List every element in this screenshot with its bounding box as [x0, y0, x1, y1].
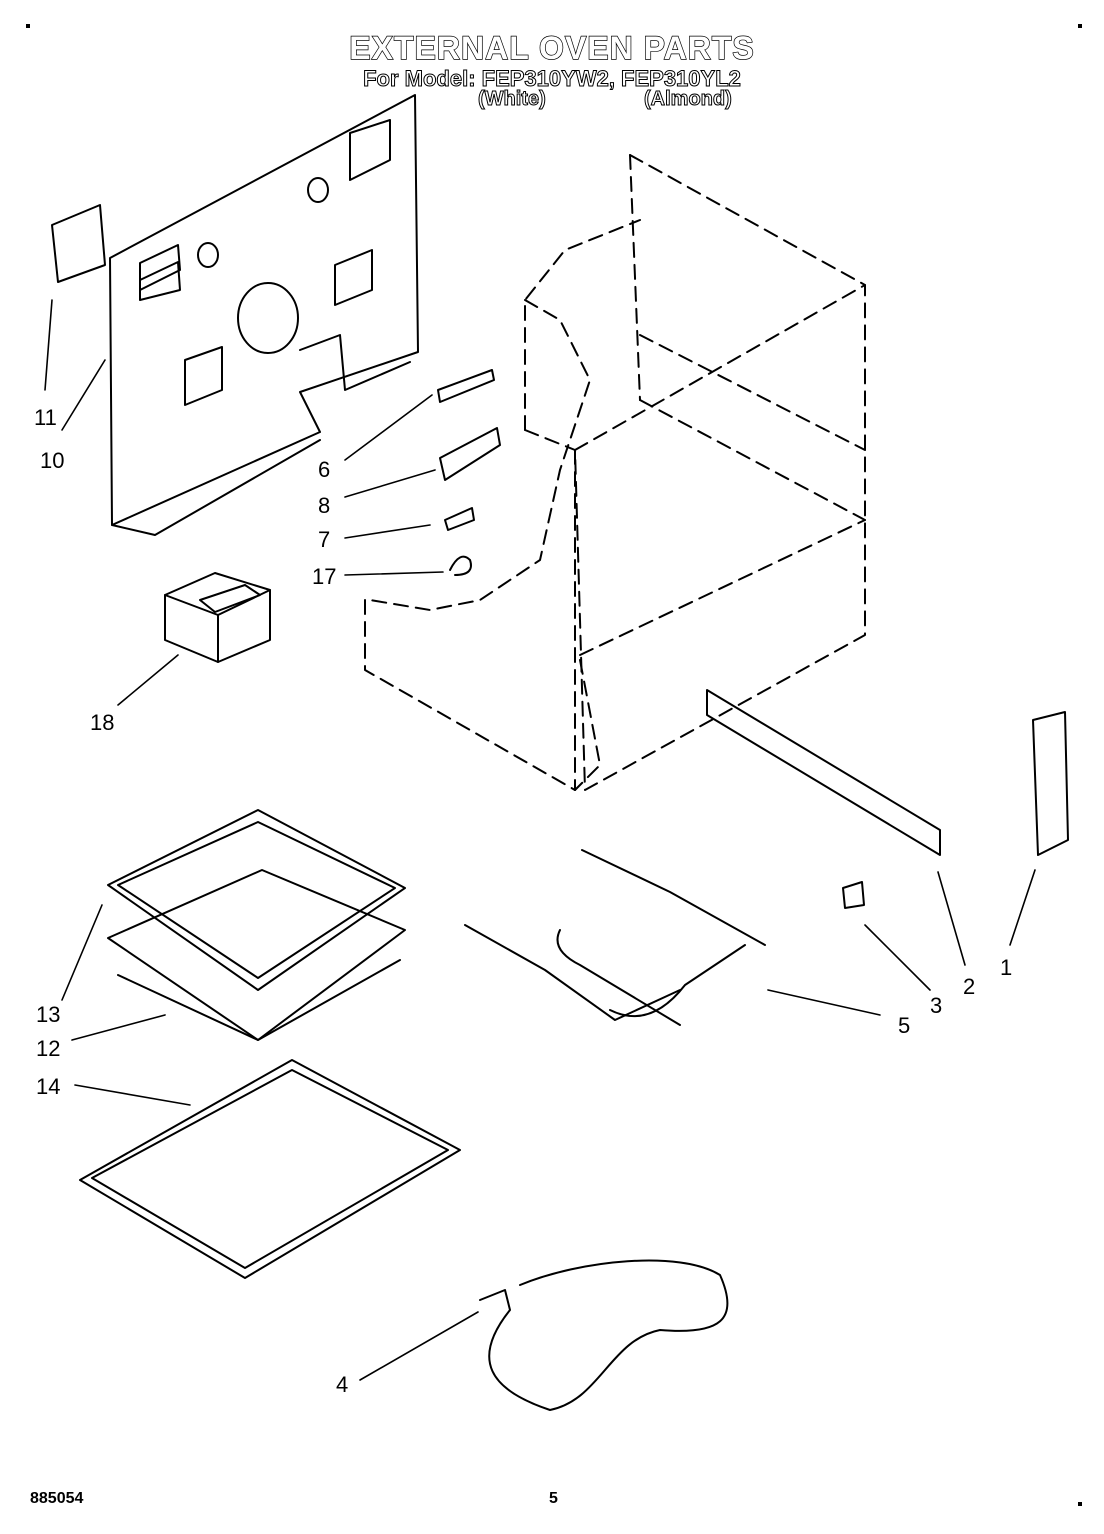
callout-7: 7 — [318, 527, 330, 552]
callout-14: 14 — [36, 1074, 60, 1099]
page-number: 5 — [549, 1490, 558, 1507]
callout-18: 18 — [90, 710, 114, 735]
cover-plate-part-11 — [51, 204, 106, 283]
bake-element-part-5 — [464, 849, 766, 1026]
registration-mark — [26, 24, 30, 28]
side-trim-part-2 — [706, 689, 941, 856]
callout-labels: 11 10 6 8 7 17 18 13 12 14 5 3 2 1 4 — [34, 405, 1012, 1397]
terminal-block-part-6 — [437, 369, 495, 403]
callout-2: 2 — [963, 974, 975, 999]
leader-arrows — [44, 299, 1036, 1381]
page-title: EXTERNAL OVEN PARTS — [349, 29, 755, 66]
wire-clip-part-17 — [449, 555, 472, 576]
bracket-part-8 — [439, 427, 501, 481]
callout-6: 6 — [318, 457, 330, 482]
end-cap-part-1 — [1032, 711, 1069, 856]
registration-mark — [1078, 24, 1082, 28]
callout-11: 11 — [34, 405, 57, 430]
callout-17: 17 — [312, 564, 336, 589]
callout-1: 1 — [1000, 955, 1012, 980]
callout-8: 8 — [318, 493, 330, 518]
broiler-pan-part-12-13 — [107, 809, 406, 1041]
variant-white-label: (White) — [478, 88, 547, 111]
terminal-box-part-18 — [164, 572, 271, 663]
callout-13: 13 — [36, 1002, 60, 1027]
oven-rack-part-14 — [79, 1059, 461, 1279]
broil-element-part-4 — [479, 1259, 729, 1411]
callout-5: 5 — [898, 1013, 910, 1038]
callout-4: 4 — [336, 1372, 348, 1397]
oven-cabinet-outline — [364, 154, 866, 791]
callout-12: 12 — [36, 1036, 60, 1061]
registration-mark — [1078, 1502, 1082, 1506]
clip-part-7 — [444, 507, 475, 531]
callout-3: 3 — [930, 993, 942, 1018]
model-subtitle: For Model: FEP310YW2, FEP310YL2 — [363, 66, 742, 92]
rear-panel-part-10 — [109, 94, 419, 536]
variant-almond-label: (Almond) — [644, 88, 733, 111]
callout-10: 10 — [40, 448, 64, 473]
clip-part-3 — [842, 881, 865, 909]
document-number: 885054 — [30, 1490, 84, 1507]
